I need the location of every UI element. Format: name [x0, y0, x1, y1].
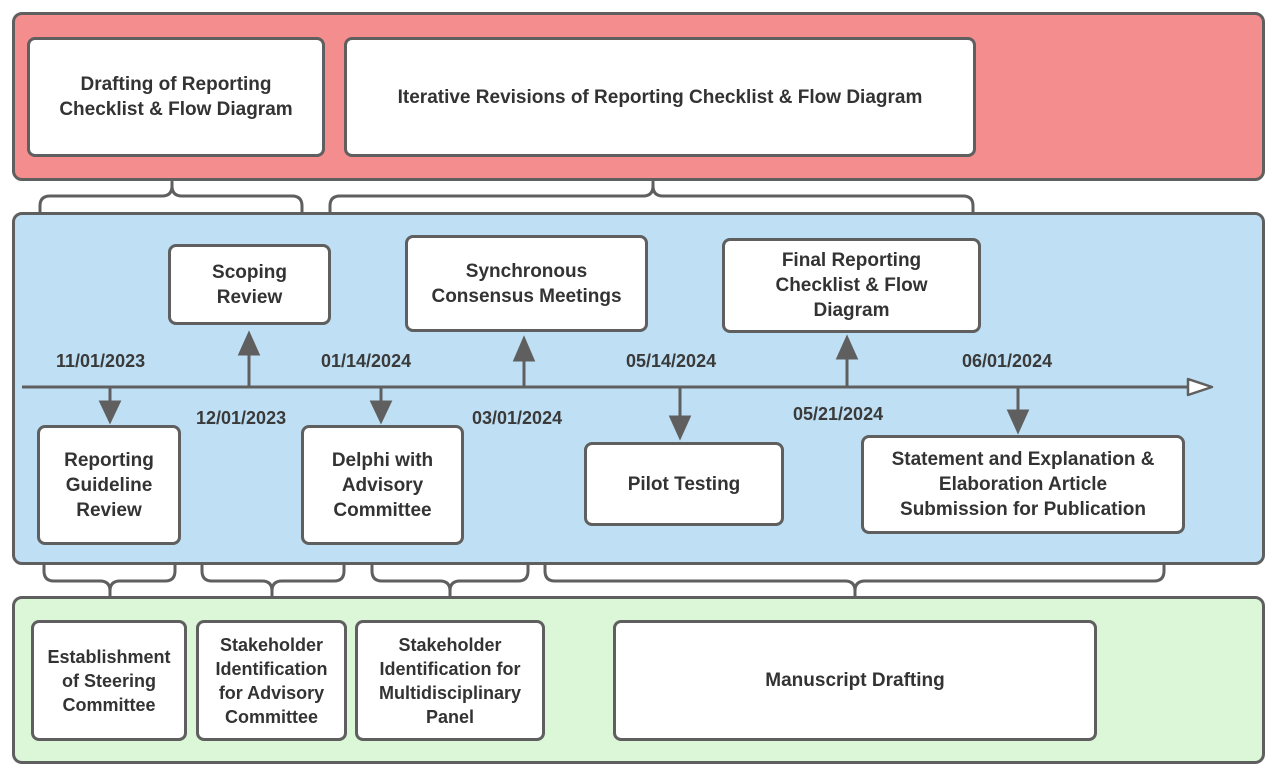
date-05-21-2024: 05/21/2024: [793, 404, 884, 424]
date-06-01-2024: 06/01/2024: [962, 351, 1053, 371]
steering-committee-label: Establishment of Steering Committee: [47, 646, 171, 715]
bottom-brace-manuscript: [543, 563, 1166, 598]
advisory-identification-box: Stakeholder Identification for Advisory …: [196, 620, 347, 741]
delphi-box: Delphi with Advisory Committee: [301, 425, 464, 545]
arrow-synchronous-head: [512, 335, 536, 362]
drafting-label: Drafting of Reporting Checklist & Flow D…: [59, 74, 293, 120]
multidisciplinary-identification-box: Stakeholder Identification for Multidisc…: [355, 620, 545, 741]
date-11-01-2023: 11/01/2023: [56, 351, 146, 371]
steering-committee-box: Establishment of Steering Committee: [31, 620, 187, 741]
arrow-delphi-head: [369, 400, 393, 425]
top-brace-iterative: [328, 180, 975, 214]
drafting-box: Drafting of Reporting Checklist & Flow D…: [27, 37, 325, 157]
synchronous-meetings-label: Synchronous Consensus Meetings: [431, 260, 622, 307]
synchronous-meetings-box: Synchronous Consensus Meetings: [405, 235, 648, 332]
scoping-review-box: Scoping Review: [168, 244, 331, 325]
pilot-testing-box: Pilot Testing: [584, 442, 784, 526]
date-12-01-2023: 12/01/2023: [196, 408, 287, 428]
manuscript-drafting-box: Manuscript Drafting: [613, 620, 1097, 741]
bottom-brace-steering: [42, 563, 177, 598]
pilot-testing-label: Pilot Testing: [627, 473, 741, 495]
bottom-brace-advisory: [200, 563, 346, 598]
date-03-01-2024: 03/01/2024: [472, 408, 563, 428]
statement-submission-box: Statement and Explanation & Elaboration …: [861, 435, 1185, 534]
arrow-statement-head: [1006, 409, 1030, 435]
arrow-scoping-head: [237, 330, 261, 356]
scoping-review-label: Scoping Review: [212, 261, 287, 308]
top-brace-drafting: [38, 180, 304, 214]
iterative-revisions-box: Iterative Revisions of Reporting Checkli…: [344, 37, 976, 157]
advisory-identification-label: Stakeholder Identification for Advisory …: [215, 634, 328, 727]
multidisciplinary-identification-label: Stakeholder Identification for Multidisc…: [378, 634, 522, 727]
final-checklist-label: Final Reporting Checklist & Flow Diagram: [775, 250, 928, 321]
reporting-guideline-box: Reporting Guideline Review: [37, 425, 181, 545]
bottom-brace-multidisciplinary: [370, 563, 530, 598]
arrow-pilot-head: [668, 415, 692, 441]
statement-submission-label: Statement and Explanation & Elaboration …: [891, 449, 1155, 520]
arrow-reporting-guideline-head: [98, 400, 122, 425]
iterative-revisions-label: Iterative Revisions of Reporting Checkli…: [397, 86, 923, 108]
reporting-guideline-label: Reporting Guideline Review: [64, 449, 154, 521]
timeline-arrowhead: [1186, 377, 1214, 397]
date-05-14-2024: 05/14/2024: [626, 351, 717, 371]
final-checklist-box: Final Reporting Checklist & Flow Diagram: [722, 238, 981, 333]
delphi-label: Delphi with Advisory Committee: [331, 449, 434, 521]
arrow-final-head: [835, 334, 859, 360]
manuscript-drafting-label: Manuscript Drafting: [765, 670, 945, 691]
date-01-14-2024: 01/14/2024: [321, 351, 412, 371]
